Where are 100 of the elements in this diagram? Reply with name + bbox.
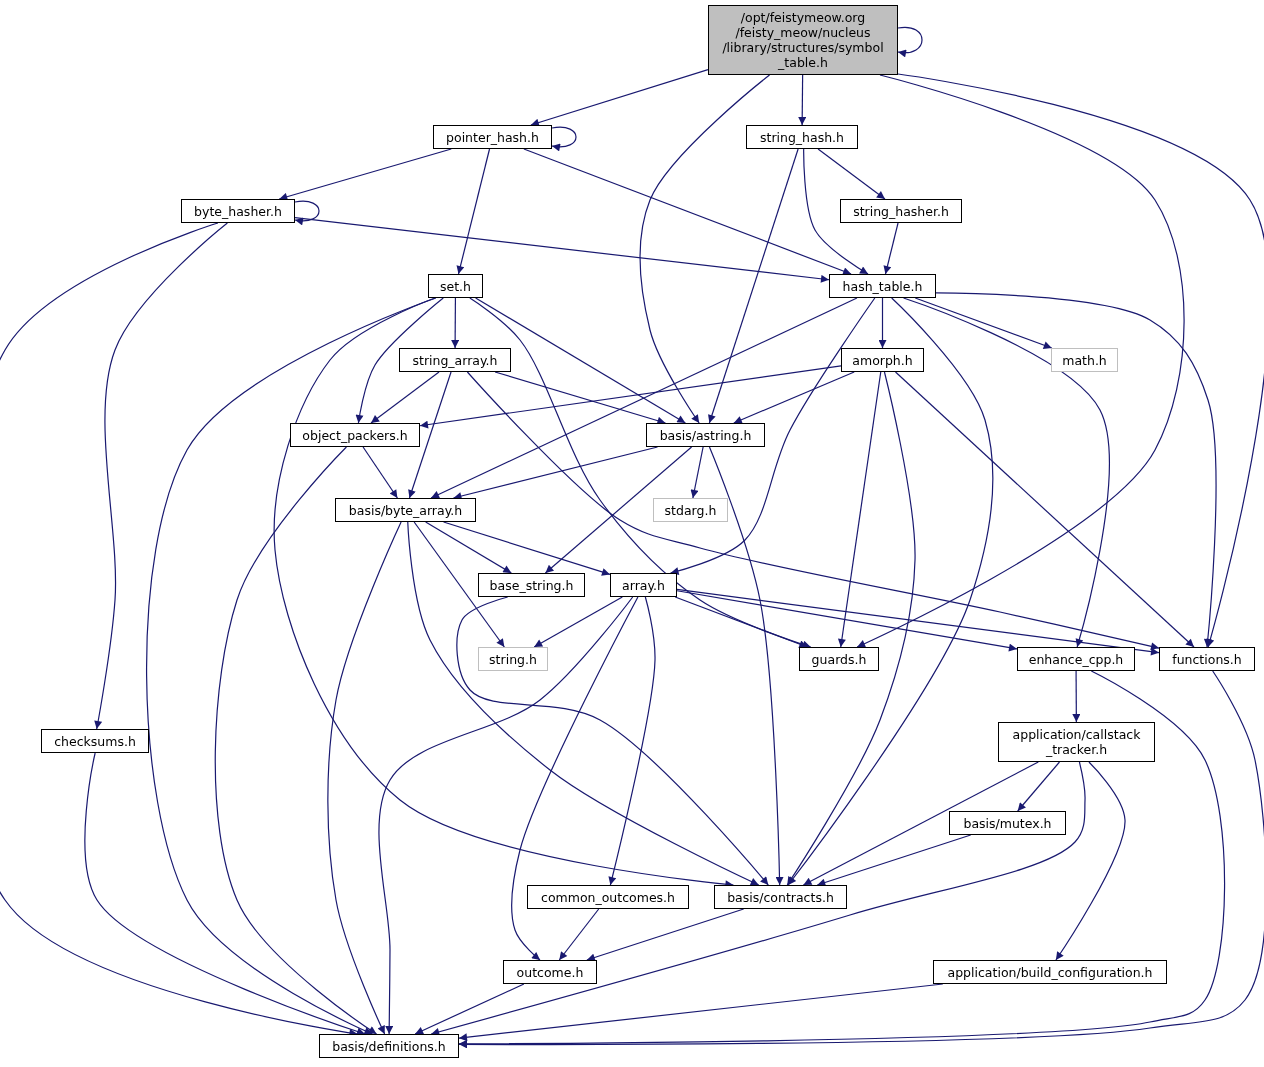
file-box xyxy=(653,498,728,522)
arrow xyxy=(669,297,876,575)
file-name: guards.h xyxy=(810,651,868,667)
file-box xyxy=(949,811,1066,835)
arrow xyxy=(798,74,807,126)
file-box xyxy=(41,729,149,753)
arrow xyxy=(608,596,656,886)
arrow xyxy=(902,297,1110,648)
arrow xyxy=(708,446,784,886)
file-name: enhance_cpp.h xyxy=(1027,651,1125,667)
file-name: math.h xyxy=(1061,352,1108,368)
file-name: string_array.h xyxy=(411,352,499,368)
file-box xyxy=(503,960,597,984)
arrow xyxy=(408,371,452,499)
file-name: array.h xyxy=(621,577,666,593)
file-name: byte_hasher.h xyxy=(193,203,283,219)
arrow xyxy=(533,596,623,648)
arrow xyxy=(523,148,852,275)
arrow xyxy=(708,148,799,424)
file-name: outcome.h xyxy=(515,964,585,980)
arrow xyxy=(430,761,1086,1036)
file-name: pointer_hash.h xyxy=(445,129,540,145)
file-name: basis/definitions.h xyxy=(331,1038,447,1054)
file-box xyxy=(714,885,847,909)
file-name: /opt/feistymeow.org /feisty_meow/nucleus /library/structures/symbol _table.h xyxy=(721,10,885,70)
arrow xyxy=(935,292,1217,648)
arrow xyxy=(551,126,577,151)
arrow xyxy=(475,297,686,424)
arrow xyxy=(897,26,923,57)
arrow xyxy=(94,222,228,730)
arrow xyxy=(856,74,1185,648)
arrow xyxy=(294,200,320,225)
file-box xyxy=(841,348,924,372)
file-box xyxy=(335,498,476,522)
arrow xyxy=(530,69,709,127)
arrow xyxy=(442,521,611,576)
file-name: base_string.h xyxy=(488,577,575,593)
file-name: basis/contracts.h xyxy=(726,889,835,905)
file-box xyxy=(998,722,1155,762)
arrow xyxy=(452,446,659,500)
arrow xyxy=(690,446,704,499)
arrow xyxy=(214,446,378,1035)
arrow xyxy=(327,521,402,1035)
arrow xyxy=(1017,761,1061,812)
arrow xyxy=(278,148,452,201)
arrow xyxy=(456,148,491,275)
arrow xyxy=(733,371,855,424)
arrow xyxy=(355,297,444,424)
file-name: common_outcomes.h xyxy=(540,889,676,905)
arrow xyxy=(816,834,972,887)
file-name: checksums.h xyxy=(53,733,137,749)
file-box xyxy=(746,125,858,149)
arrow xyxy=(802,761,1039,886)
arrow xyxy=(494,371,666,425)
file-name: application/build_configuration.h xyxy=(946,964,1154,980)
file-box xyxy=(433,125,552,149)
arrow xyxy=(294,217,830,283)
file-box xyxy=(478,573,585,597)
file-box xyxy=(428,274,483,298)
file-box xyxy=(399,348,511,372)
arrow xyxy=(414,983,525,1035)
file-box xyxy=(1051,348,1118,372)
file-name: basis/mutex.h xyxy=(962,815,1053,831)
file-name: string_hasher.h xyxy=(852,203,950,219)
arrow xyxy=(84,752,366,1036)
arrow xyxy=(676,590,1018,652)
arrow xyxy=(586,908,745,962)
file-box xyxy=(181,199,295,223)
arrow xyxy=(897,73,1264,648)
file-box xyxy=(1159,647,1255,671)
arrow xyxy=(914,297,1053,349)
arrow xyxy=(466,371,1160,651)
file-name: amorph.h xyxy=(851,352,914,368)
file-name: functions.h xyxy=(1171,651,1243,667)
file-box xyxy=(646,423,765,447)
arrow xyxy=(837,371,882,648)
arrow xyxy=(883,222,899,275)
arrow xyxy=(407,521,760,886)
file-box xyxy=(290,423,420,447)
arrow xyxy=(639,74,771,424)
arrow xyxy=(430,297,858,499)
file-box xyxy=(478,647,548,671)
arrow xyxy=(469,297,812,649)
arrow xyxy=(1072,670,1081,723)
file-box xyxy=(708,5,898,75)
arrow xyxy=(803,148,869,275)
arrow xyxy=(362,446,399,499)
file-name: stdarg.h xyxy=(663,502,718,518)
file-box xyxy=(840,199,962,223)
file-name: application/callstack _tracker.h xyxy=(1011,727,1142,757)
file-box xyxy=(527,885,689,909)
arrow xyxy=(456,596,769,886)
file-box xyxy=(829,274,936,298)
arrow xyxy=(370,371,440,424)
arrow xyxy=(451,297,460,349)
arrow xyxy=(1055,761,1126,961)
file-name: string.h xyxy=(488,651,538,667)
arrow xyxy=(786,371,916,886)
arrow xyxy=(878,297,887,349)
file-name: string_hash.h xyxy=(758,129,845,145)
